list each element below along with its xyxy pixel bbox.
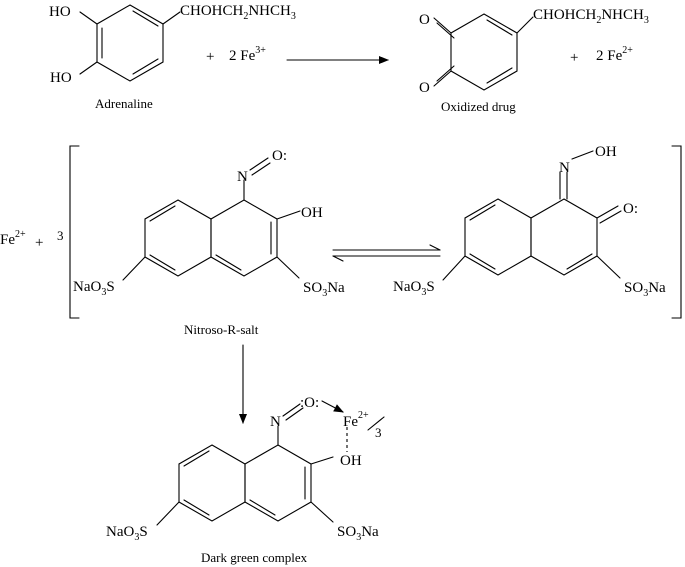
complex-so3na-right: SO3Na [337, 524, 379, 543]
nitroso-naso3-left: NaO3S [73, 279, 115, 298]
complex-fe: Fe2+ [343, 410, 369, 430]
nitroso-oh: OH [301, 205, 323, 221]
plus-sign-2: + [570, 50, 578, 66]
nitroso-so3na-right: SO3Na [303, 280, 345, 299]
ferric-ion: 2 Fe3+ [229, 45, 266, 64]
adrenaline-oh-bottom: HO [50, 70, 72, 86]
coefficient-3: 3 [57, 228, 64, 243]
oxidized-side-chain: CHOHCH2NHCH3 [533, 7, 649, 26]
nitroso-r-salt-caption: Nitroso-R-salt [184, 322, 259, 337]
complex-fraction: 3 [375, 425, 382, 440]
oxidized-o-bottom: O [419, 80, 430, 96]
plus-sign-3: + [35, 235, 43, 251]
ferrous-ion: 2 Fe2+ [596, 45, 633, 64]
oxime-so3na-right: SO3Na [624, 280, 666, 299]
left-bracket [69, 145, 80, 319]
oxime-oh: OH [595, 144, 617, 160]
nitroso-r-salt-structure [122, 157, 301, 281]
oxime-o: O: [623, 201, 638, 217]
fe2-ion: Fe2+ [0, 229, 26, 248]
oxidized-o-top: O [419, 12, 430, 28]
oxime-tautomer-structure [442, 150, 622, 281]
complex-n: N [270, 414, 281, 430]
oxidized-caption: Oxidized drug [441, 99, 516, 114]
right-bracket [671, 145, 682, 319]
oxidized-drug-structure [433, 13, 534, 91]
nitroso-o: O: [272, 148, 287, 164]
equilibrium-arrows [332, 244, 441, 262]
complex-oh: OH [340, 453, 362, 469]
oxime-naso3-left: NaO3S [393, 279, 435, 298]
adrenaline-caption: Adrenaline [95, 96, 153, 111]
adrenaline-structure [79, 4, 181, 82]
adrenaline-oh-top: HO [49, 4, 71, 20]
adrenaline-side-chain: CHOHCH2NHCH3 [180, 3, 296, 22]
complex-naso3-left: NaO3S [106, 524, 148, 543]
nitroso-n: N [237, 169, 248, 185]
complex-o: :O: [300, 395, 319, 411]
complex-structure [156, 400, 385, 526]
oxime-n: N [559, 160, 570, 176]
complex-caption: Dark green complex [201, 550, 308, 565]
plus-sign-1: + [206, 49, 214, 65]
